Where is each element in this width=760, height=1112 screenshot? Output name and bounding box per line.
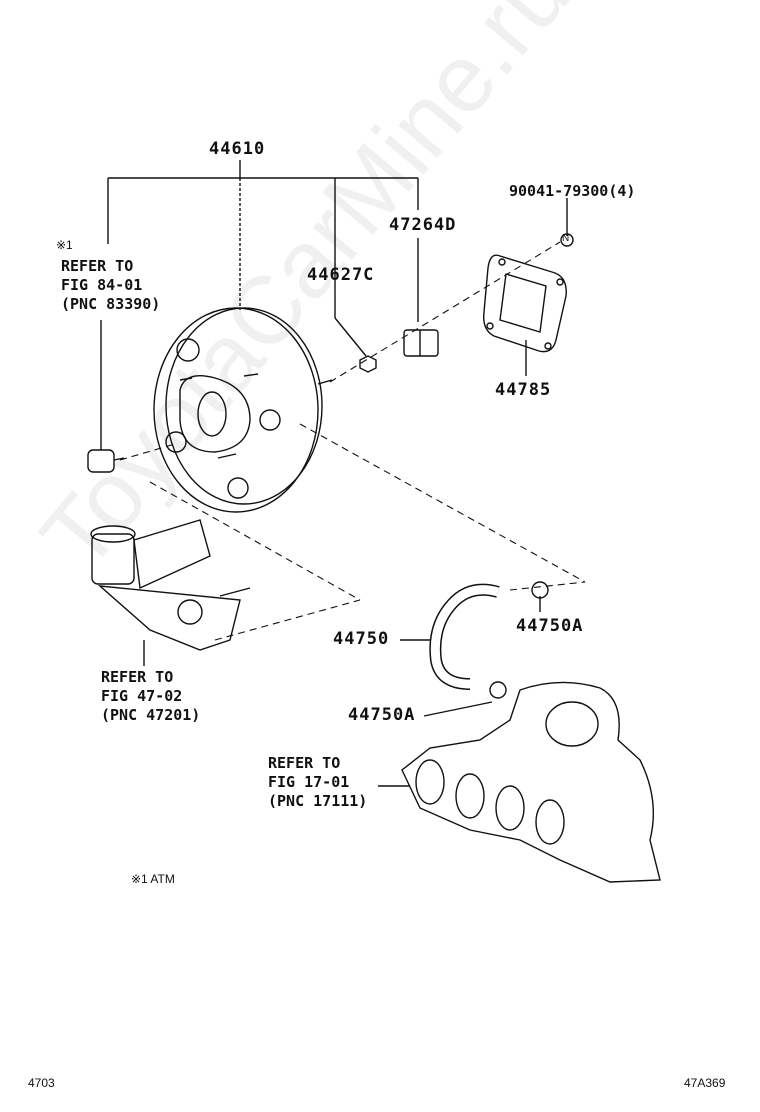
alignment-dashes [119, 241, 586, 641]
hose-clamp-lower [489, 681, 507, 699]
label-refer-switch-2: FIG 84-01 [61, 276, 143, 294]
label-clamp-lower: 44750A [348, 705, 416, 725]
label-refer-master-3: (PNC 47201) [101, 706, 201, 724]
label-hose: 44750 [333, 629, 390, 649]
bolt-90041 [560, 233, 574, 247]
label-booster: 44610 [209, 139, 266, 159]
brake-booster-44610 [153, 307, 333, 513]
label-refer-master-2: FIG 47-02 [101, 687, 183, 705]
intake-manifold [401, 681, 661, 883]
nut-44627C [359, 355, 377, 373]
label-gasket-bolt: 90041-79300(4) [509, 182, 636, 200]
vacuum-hose-44750 [429, 583, 500, 690]
label-gasket: 44785 [495, 380, 552, 400]
footnote: ※1 ATM [131, 872, 175, 886]
label-refer-manifold-3: (PNC 17111) [268, 792, 368, 810]
label-refer-switch-3: (PNC 83390) [61, 295, 161, 313]
clevis-47264D [403, 329, 439, 357]
page-number: 4703 [28, 1076, 55, 1090]
note-mark: ※1 [56, 238, 73, 252]
label-nut: 44627C [307, 265, 375, 285]
label-refer-switch-1: REFER TO [61, 257, 134, 275]
label-clevis: 47264D [389, 215, 457, 235]
label-refer-master-1: REFER TO [101, 668, 174, 686]
label-refer-manifold-1: REFER TO [268, 754, 341, 772]
master-cylinder [90, 519, 251, 651]
gasket-44785 [483, 254, 567, 353]
nut-marker-icon: N [562, 233, 570, 244]
stop-switch [87, 449, 125, 473]
hose-clamp-upper [531, 581, 549, 599]
label-refer-manifold-2: FIG 17-01 [268, 773, 350, 791]
figure-code: 47A369 [684, 1076, 726, 1090]
label-clamp-upper: 44750A [516, 616, 584, 636]
